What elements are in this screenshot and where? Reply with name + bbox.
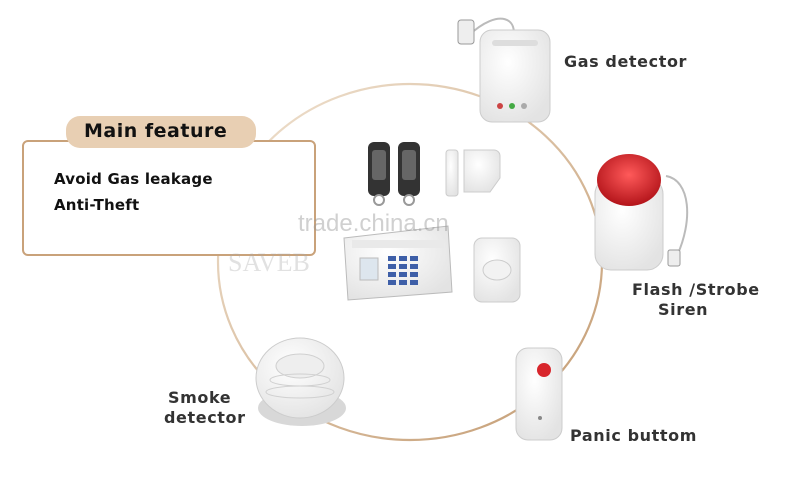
remote-controls <box>368 142 420 206</box>
smoke-label-line2: detector <box>164 408 246 427</box>
gas-detector-device <box>457 17 551 123</box>
panic-button-label: Panic buttom <box>570 426 698 445</box>
strobe-siren-device <box>594 154 689 271</box>
smoke-label-line1: Smoke <box>168 388 232 407</box>
smoke-detector-device <box>255 337 346 426</box>
siren-label-line1: Flash /Strobe <box>632 280 760 299</box>
gas-detector-label: Gas detector <box>564 52 688 71</box>
siren-label-line2: Siren <box>658 300 709 319</box>
feature-item-theft: Anti-Theft <box>54 196 140 214</box>
watermark-site: trade.china.cn <box>298 210 449 237</box>
door-sensor <box>445 149 501 197</box>
pir-motion-sensor <box>473 237 521 303</box>
main-feature-tab <box>66 116 256 148</box>
feature-item-gas: Avoid Gas leakage <box>54 170 213 188</box>
alarm-control-panel <box>343 225 453 301</box>
watermark-brand: SAVEB <box>228 248 310 277</box>
main-feature-title: Main feature <box>84 120 228 142</box>
panic-button-device <box>515 347 563 441</box>
